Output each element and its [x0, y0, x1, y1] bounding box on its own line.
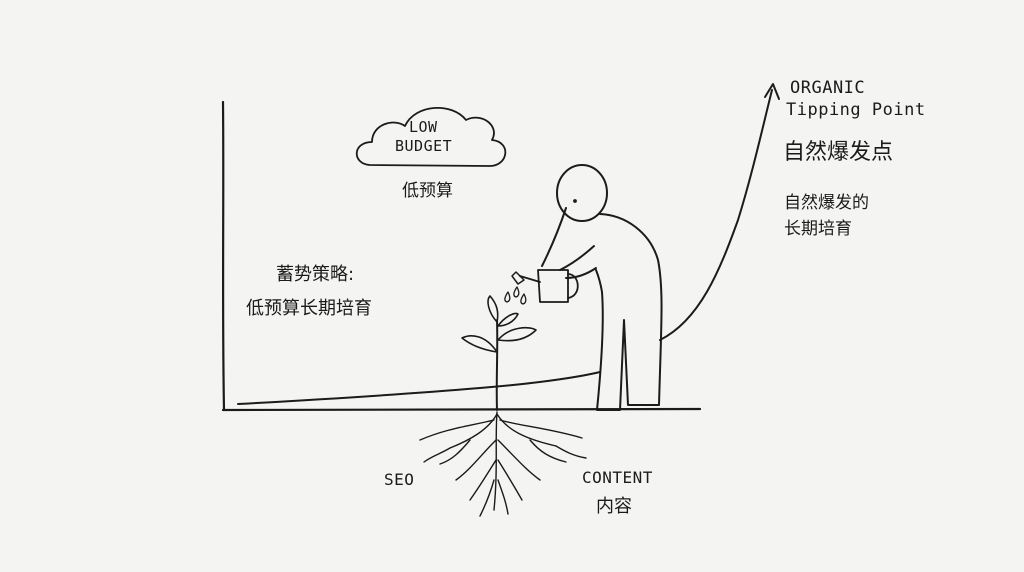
cloud-label-line2: BUDGET: [395, 137, 453, 155]
person-arm-upper: [541, 207, 567, 267]
organic-label-en1: ORGANIC: [790, 78, 866, 98]
water-drop: [520, 293, 527, 305]
growth-curve-rise: [659, 89, 773, 341]
person-arm-front: [565, 267, 597, 279]
root-label-content-cn: 内容: [596, 496, 632, 517]
organic-desc-line2: 长期培育: [784, 219, 852, 239]
budget-cloud: [355, 107, 507, 167]
cloud-label-line1: LOW: [409, 118, 438, 136]
person-body: [595, 213, 663, 411]
organic-label-en2: Tipping Point: [786, 100, 926, 120]
person-head: [556, 164, 608, 222]
watering-can-spout: [519, 275, 541, 283]
growth-arrowhead: [764, 83, 780, 100]
person-arm-lower: [559, 245, 595, 271]
growth-curve-flat: [237, 371, 601, 405]
watering-can-handle: [567, 273, 579, 299]
y-axis-line: [221, 100, 226, 412]
strategy-subtitle: 低预算长期培育: [246, 298, 372, 319]
root-label-seo: SEO: [384, 470, 415, 489]
x-axis-ground-line: [221, 407, 702, 412]
plant-roots: [419, 411, 587, 517]
plant-leaf: [497, 312, 519, 327]
water-drop: [513, 286, 520, 298]
root-label-content-en: CONTENT: [582, 468, 653, 487]
plant-leaf: [461, 335, 498, 353]
watering-can-rose: [511, 271, 525, 285]
plant-stem: [495, 319, 499, 411]
plant-leaf: [497, 326, 537, 342]
watering-can-body: [537, 269, 569, 303]
water-drop: [504, 291, 511, 303]
person-eye: [573, 199, 577, 203]
organic-desc-line1: 自然爆发的: [784, 193, 869, 213]
plant-leaf: [487, 295, 499, 323]
strategy-title: 蓄势策略:: [276, 264, 355, 285]
cloud-caption-cn: 低预算: [402, 181, 453, 201]
organic-label-cn: 自然爆发点: [783, 140, 894, 165]
